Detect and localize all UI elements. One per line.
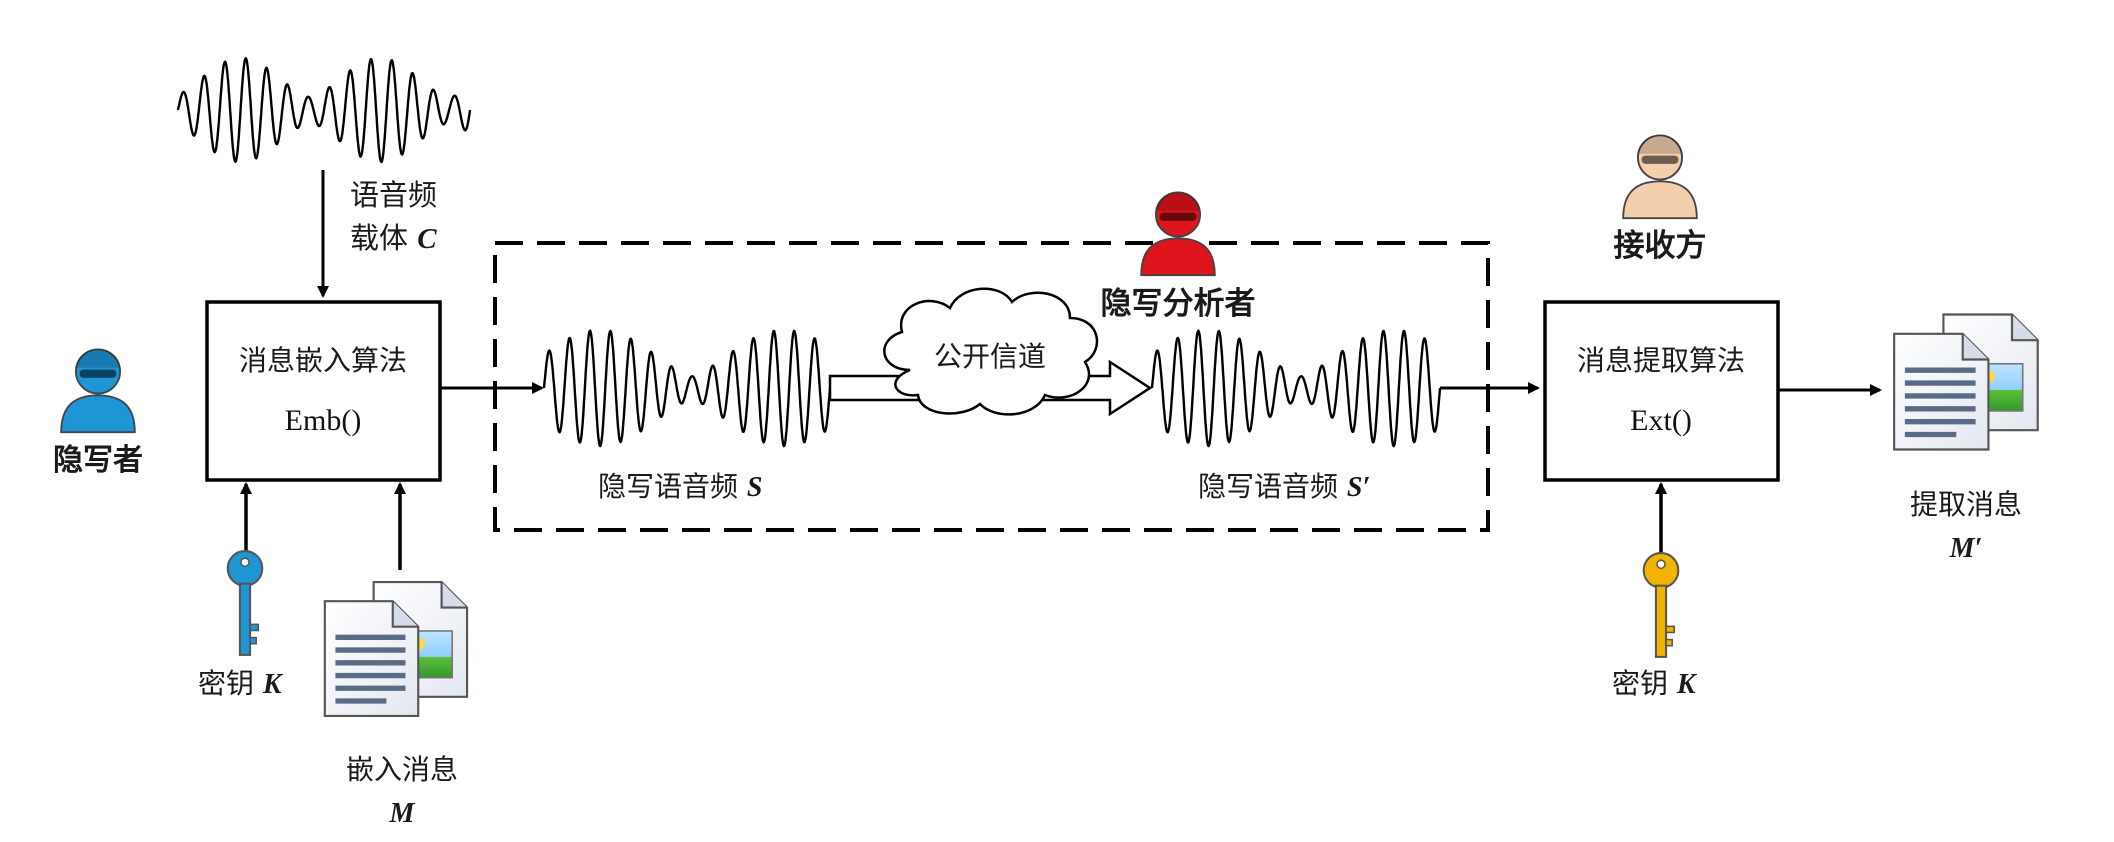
key-right-label: 密钥 K (1612, 667, 1698, 700)
extract-box-func: Ext() (1630, 404, 1692, 437)
embed-message-document-icon (325, 582, 467, 716)
stego-audio-right-waveform-icon (1150, 329, 1442, 448)
cloud-icon (883, 287, 1099, 416)
embed-box-title: 消息嵌入算法 (239, 344, 407, 377)
key-left-icon (226, 549, 264, 657)
stego-audio-left-waveform-icon (542, 329, 832, 448)
extract-algorithm-box (1543, 300, 1780, 482)
analyzer-person-icon (1140, 191, 1216, 277)
extracted-message-symbol: M′ (1949, 533, 1983, 564)
analyzer-label: 隐写分析者 (1101, 286, 1256, 322)
receiver-label: 接收方 (1614, 228, 1707, 264)
extract-box-title: 消息提取算法 (1577, 344, 1745, 377)
key-left-label: 密钥 K (198, 667, 284, 700)
extracted-message-document-icon (1894, 315, 2038, 450)
embed-box-func: Emb() (285, 404, 362, 437)
public-channel-label: 公开信道 (934, 340, 1046, 373)
carrier-waveform-icon (176, 56, 472, 164)
carrier-label: 语音频 (350, 178, 437, 212)
embed-message-label: 嵌入消息 (346, 753, 458, 786)
extracted-message-label: 提取消息 (1910, 488, 2022, 521)
stego-audio-right-label: 隐写语音频 S′ (1198, 470, 1370, 503)
stego-audio-left-label: 隐写语音频 S (598, 470, 763, 503)
embedder-label: 隐写者 (53, 443, 143, 478)
embed-algorithm-box (205, 300, 442, 482)
embed-message-symbol: M (389, 798, 416, 829)
carrier-label-line2: 载体 C (350, 221, 437, 255)
key-right-icon (1642, 551, 1680, 659)
embedder-person-icon (60, 348, 136, 434)
receiver-person-icon (1622, 134, 1698, 220)
